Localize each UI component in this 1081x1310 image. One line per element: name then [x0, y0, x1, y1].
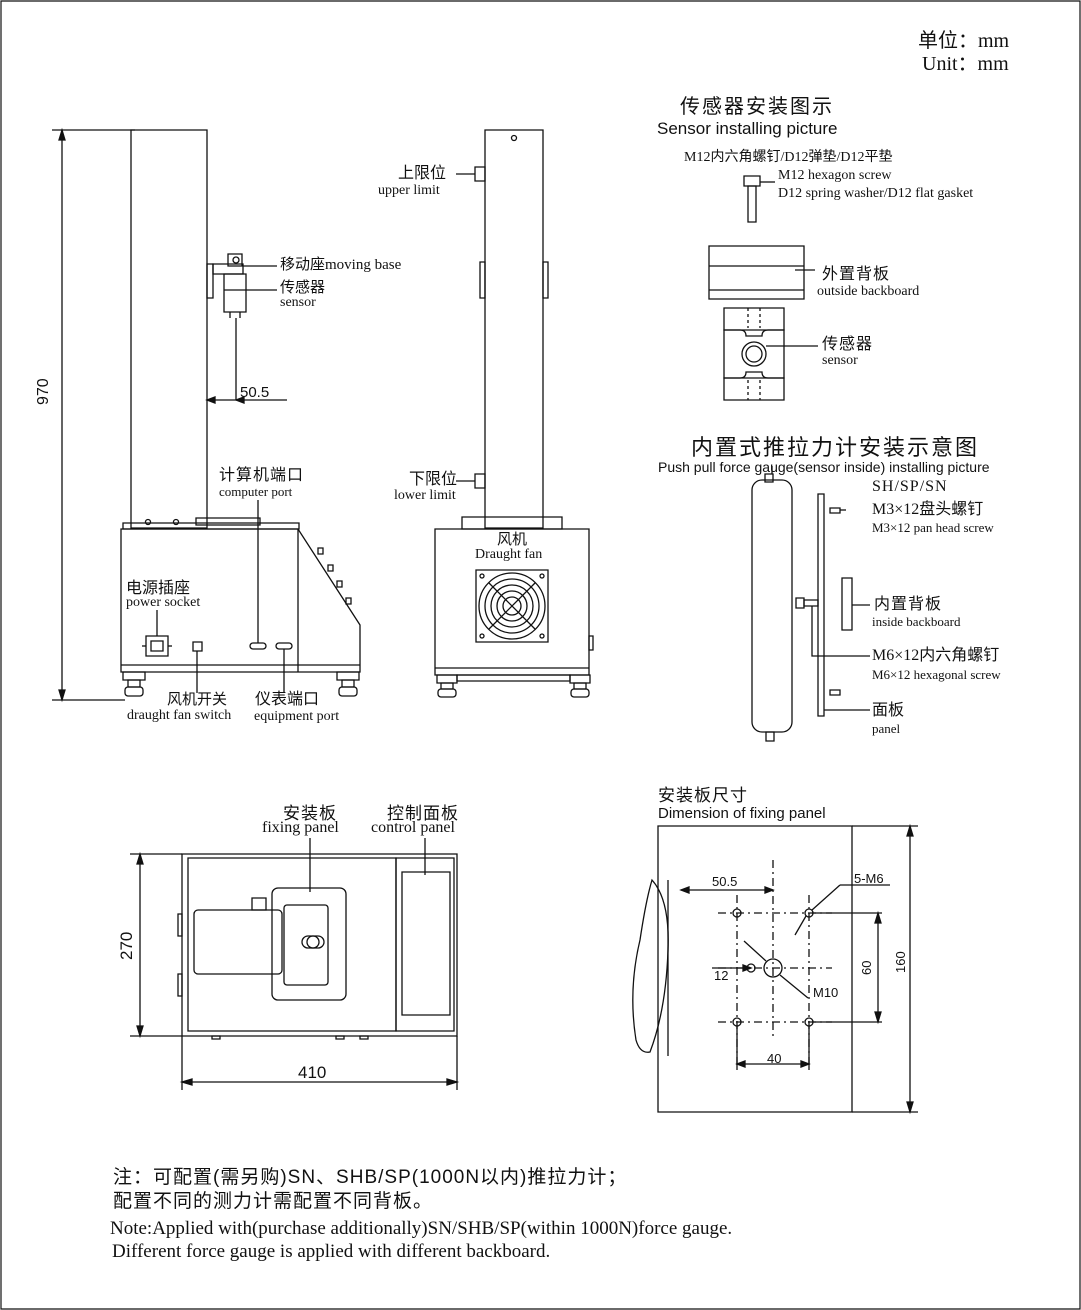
power-socket-label-en: power socket: [126, 595, 201, 610]
front-view-drawing: [52, 130, 360, 700]
side-view-drawing: [435, 130, 593, 697]
note-cn-line-2: 配置不同的测力计需配置不同背板。: [113, 1191, 434, 1212]
m6-screw-label-cn: M6×12内六角螺钉: [872, 647, 1000, 664]
fan-switch-label-en: draught fan switch: [127, 708, 232, 723]
equipment-port-label-en: equipment port: [254, 709, 340, 724]
sensor-install-title-cn: 传感器安装图示: [680, 96, 834, 118]
note-en-line-2: Different force gauge is applied with di…: [112, 1241, 551, 1262]
fixing-panel-label-cn: 安装板: [283, 804, 337, 823]
power-socket-label-cn: 电源插座: [126, 580, 191, 597]
gauge-install-title-en: Push pull force gauge(sensor inside) ins…: [658, 459, 990, 475]
fixing-panel-drawing: [633, 826, 918, 1112]
upper-limit-label-en: upper limit: [378, 183, 440, 198]
dim-60: 60: [859, 960, 874, 975]
computer-port-label-cn: 计算机端口: [219, 467, 305, 484]
fixing-dim-title-en: Dimension of fixing panel: [658, 805, 826, 822]
m6-screw-label-en: M6×12 hexagonal screw: [872, 667, 1001, 682]
note-en-line-1: Note:Applied with(purchase additionally)…: [110, 1218, 733, 1239]
fixing-panel-label-en: fixing panel: [262, 819, 339, 836]
inside-backboard-label-en: inside backboard: [872, 614, 961, 629]
fan-switch-label-cn: 风机开关: [167, 692, 228, 708]
computer-port-label-en: computer port: [219, 484, 293, 499]
screw-label-en-2: D12 spring washer/D12 flat gasket: [778, 186, 974, 201]
unit-label-cn: 单位：mm: [918, 30, 1010, 52]
lower-limit-label-en: lower limit: [394, 488, 456, 503]
screw-label-en-1: M12 hexagon screw: [778, 168, 892, 183]
sensor-install-title-en: Sensor installing picture: [657, 119, 838, 138]
panel-label-cn: 面板: [872, 702, 905, 719]
gauge-install-drawing: [752, 466, 870, 741]
control-panel-label-en: control panel: [371, 819, 455, 836]
dim-40: 40: [767, 1051, 782, 1066]
screw-label-cn: M12内六角螺钉/D12弹垫/D12平垫: [684, 150, 893, 165]
unit-label-en: Unit：mm: [922, 53, 1009, 75]
dim-m10: M10: [813, 985, 839, 1000]
moving-base-label: 移动座moving base: [280, 257, 402, 273]
panel-label-en: panel: [872, 721, 901, 736]
sensor-install-sensor-label-en: sensor: [822, 353, 858, 368]
inside-backboard-label-cn: 内置背板: [874, 596, 943, 613]
outside-backboard-label-en: outside backboard: [817, 284, 920, 299]
fan-label-en: Draught fan: [475, 547, 543, 562]
lower-limit-label-cn: 下限位: [409, 471, 458, 488]
control-panel-label-cn: 控制面板: [387, 804, 459, 823]
width-dimension: 410: [298, 1063, 327, 1082]
dim-50-5: 50.5: [712, 874, 738, 889]
height-dimension: 970: [35, 378, 52, 405]
sensor-install-sensor-label-cn: 传感器: [822, 336, 874, 353]
equipment-port-label-cn: 仪表端口: [255, 691, 320, 708]
m3-screw-label-en: M3×12 pan head screw: [872, 520, 994, 535]
outside-backboard-label-cn: 外置背板: [822, 266, 891, 283]
dim-12: 12: [714, 968, 729, 983]
offset-dimension: 50.5: [240, 384, 270, 401]
upper-limit-label-cn: 上限位: [398, 165, 447, 182]
gauge-install-title-cn: 内置式推拉力计安装示意图: [691, 435, 980, 460]
gauge-models-label: SH/SP/SN: [872, 478, 948, 495]
dim-5-m6: 5-M6: [854, 871, 884, 886]
fixing-dim-title-cn: 安装板尺寸: [658, 786, 748, 805]
sensor-label-en: sensor: [280, 295, 316, 310]
top-view-drawing: [130, 838, 457, 1090]
sensor-install-drawing: [709, 176, 818, 400]
dim-160: 160: [893, 951, 908, 973]
fan-label-cn: 风机: [497, 532, 528, 548]
note-cn-line-1: 注：可配置(需另购)SN、SHB/SP(1000N以内)推拉力计；: [113, 1167, 628, 1188]
depth-dimension: 270: [117, 931, 136, 960]
sensor-label-cn: 传感器: [280, 280, 326, 296]
m3-screw-label-cn: M3×12盘头螺钉: [872, 501, 984, 518]
